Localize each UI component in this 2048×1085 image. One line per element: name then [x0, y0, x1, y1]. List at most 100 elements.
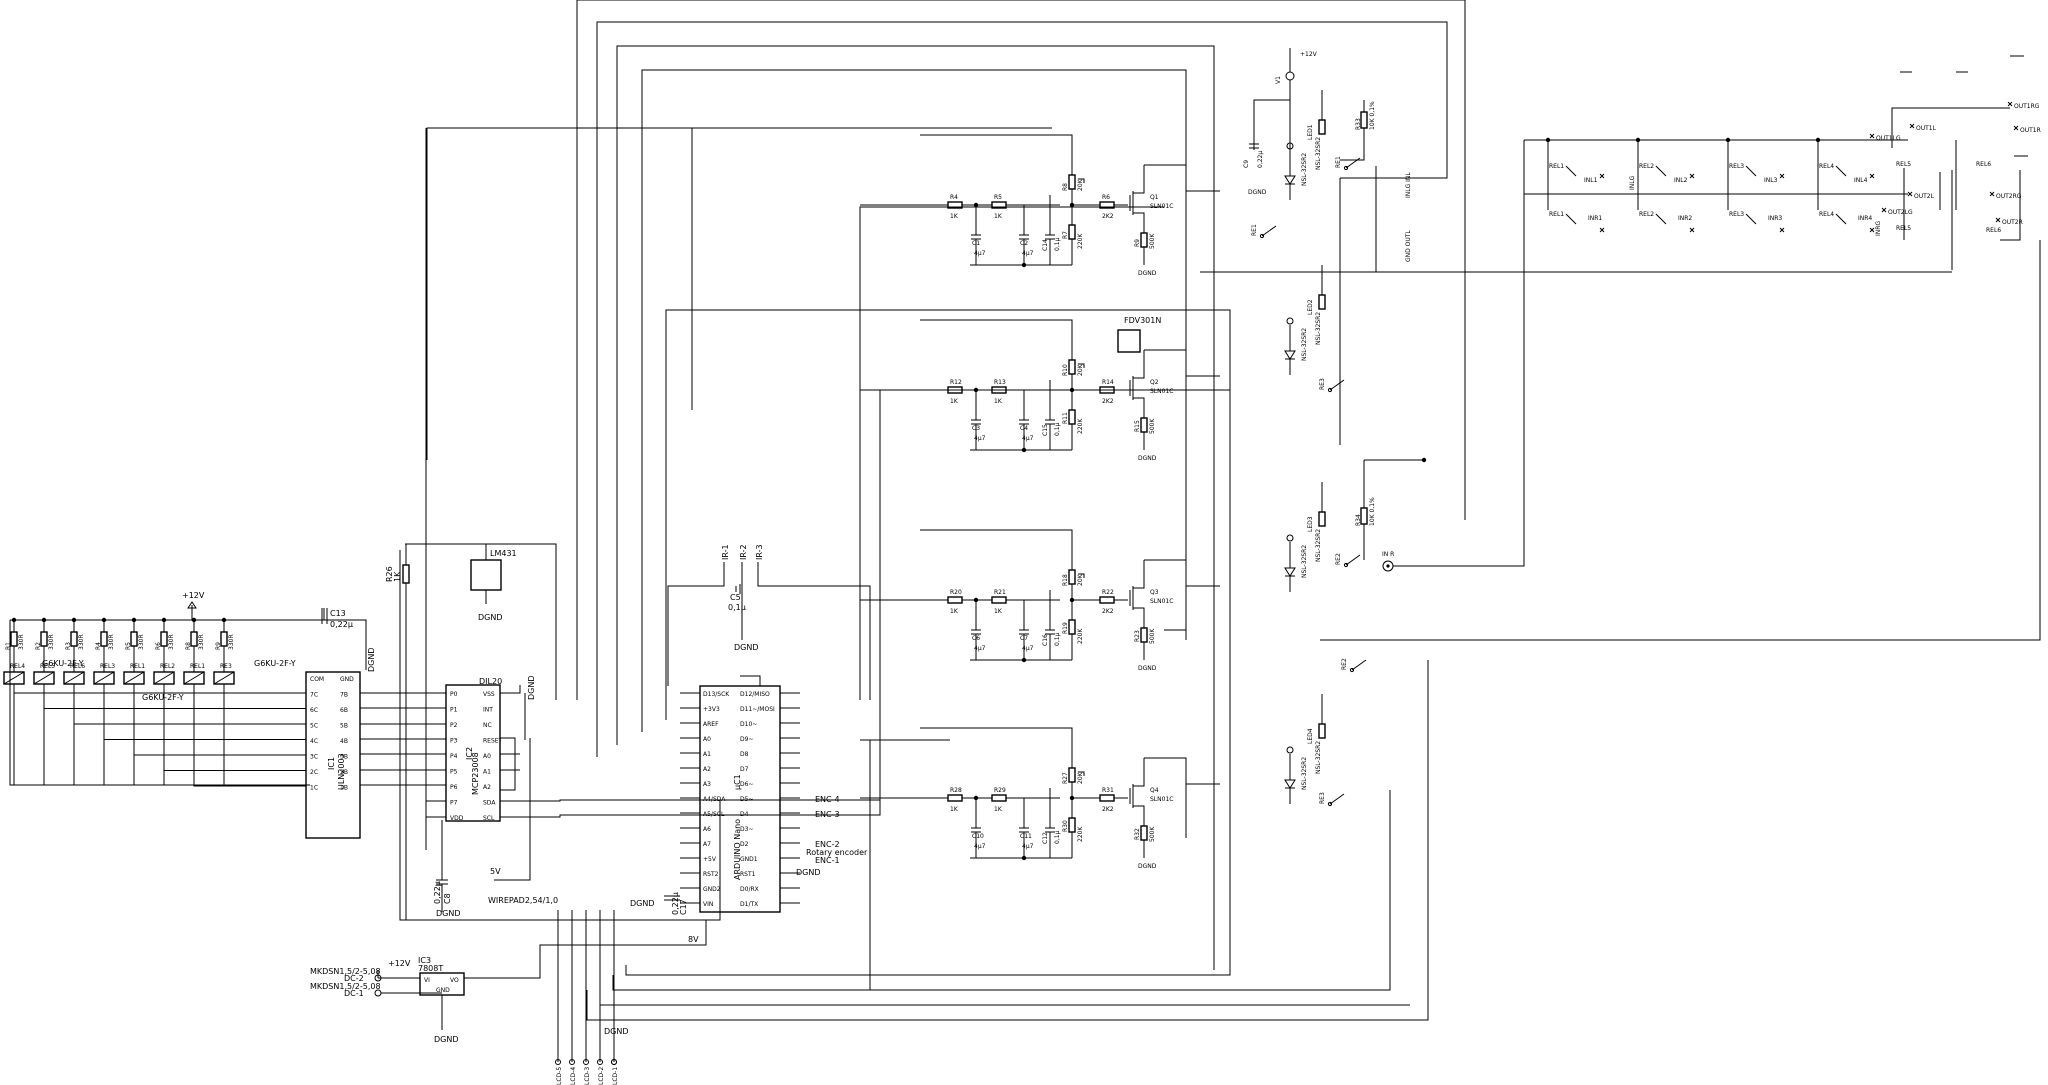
rel6-bottom: REL6: [1986, 227, 2001, 234]
uc1-pin-left-6: A3: [703, 781, 711, 788]
inr-label-2: INR3: [1768, 215, 1782, 222]
c5-value: 0,1µ: [728, 603, 746, 612]
resistor: [1318, 119, 1326, 135]
junction-dot: [191, 617, 197, 623]
resistor: [1068, 409, 1076, 425]
uc1-pin-right-11: GND1: [740, 856, 758, 863]
channel-2-q-name: Q3: [1150, 589, 1159, 596]
led-pad[interactable]: [1286, 534, 1294, 542]
uc1-pin-right-2: D10~: [740, 721, 757, 728]
inl-label-3: INL4: [1854, 177, 1868, 184]
channel-0-r4-value: 2K2: [1102, 213, 1114, 220]
c8-name: C8: [443, 893, 452, 904]
v1-voltage-label: +12V: [1300, 51, 1318, 58]
c8-5v: DGND C8 0,22µ 5V WIREPAD2,54/1,0: [433, 738, 558, 918]
rel-top-1: REL2: [1639, 163, 1654, 170]
ic2-pin-reset: RESET: [483, 738, 503, 745]
channel-2-dgnd: DGND: [1138, 665, 1157, 672]
channel-0-q-part: SLN01C: [1150, 203, 1173, 210]
channel-0-c1-value: 4µ7: [974, 250, 986, 257]
in-r-label: IN R: [1382, 551, 1394, 558]
resistor: [991, 596, 1007, 604]
lcd-pad[interactable]: [597, 1059, 603, 1065]
channel-0-r4-name: R6: [1102, 194, 1110, 201]
relay-part-label-c: G6KU-2F-Y: [42, 659, 84, 668]
relay-resistor-name-7: R9: [215, 642, 222, 650]
rel-top-2: REL3: [1729, 163, 1744, 170]
channel-0-r5-name: R7: [1062, 231, 1069, 239]
relay-bank-top: REL1INL1REL1INR1REL2INL2REL2INR2REL3INL3…: [1523, 137, 1908, 236]
output-label-0: OUT1LG: [1876, 135, 1901, 142]
v1-connector[interactable]: [1285, 71, 1295, 81]
channel-0-q-name: Q1: [1150, 194, 1159, 201]
relay-part-label: G6KU-2F-Y: [142, 693, 184, 702]
uc1-pin-left-14: VIN: [703, 901, 713, 908]
channel-2-c1-value: 4µ7: [974, 645, 986, 652]
mkds-label-2: MKDSN1,5/2-5,08: [310, 982, 381, 991]
lcd-pin-label-0: LCD-5: [556, 1067, 563, 1085]
lcd-pad[interactable]: [569, 1059, 575, 1065]
channel-2-r3-name: R18: [1062, 574, 1069, 586]
lcd-pad-gnd[interactable]: [611, 1059, 617, 1065]
c17-value: 0,22µ: [671, 892, 680, 915]
led-pad[interactable]: [1286, 746, 1294, 754]
lcd-pad[interactable]: [555, 1059, 561, 1065]
channel-2-r3-value: 20K: [1077, 573, 1084, 586]
channel-3-dgnd: DGND: [1138, 863, 1157, 870]
relay-coil-label-7: RE3: [220, 663, 232, 670]
uc1-part: ARDUINO Nano: [733, 819, 742, 880]
resistor: [1068, 224, 1076, 240]
uc1-pin-right-5: D7: [740, 766, 749, 773]
relay-resistor-name-4: R5: [125, 642, 132, 650]
channel-3-c1-value: 4µ7: [974, 843, 986, 850]
channel-1-rg-name: R15: [1134, 420, 1141, 432]
inr-label-3: INR4: [1858, 215, 1872, 222]
inlg-inl-label: INLG INL: [1405, 172, 1412, 198]
channel-0-r3-value: 20K: [1077, 178, 1084, 191]
inl-label-2: INL3: [1764, 177, 1778, 184]
channel-2-r4-name: R22: [1102, 589, 1114, 596]
inl-label-1: INL2: [1674, 177, 1688, 184]
channel-0-c3-name: C14: [1042, 239, 1049, 251]
ir2-label: IR-2: [739, 544, 748, 560]
led-pad[interactable]: [1286, 317, 1294, 325]
relay-coil-label-0: REL4: [10, 663, 25, 670]
channel-2-r2-name: R21: [994, 589, 1006, 596]
channel-1-r5-name: R11: [1062, 412, 1069, 424]
channel-3-r1-name: R28: [950, 787, 962, 794]
ic2-mcp23008: DIL20 IC2 MCP23008 P0P1P2P3P4P5P6P7VDDVS…: [360, 675, 881, 822]
resistor: [1318, 723, 1326, 739]
channel-1-c3-name: C15: [1042, 424, 1049, 436]
channel-2-c1-name: C6: [972, 635, 980, 642]
output-label-7: OUT2R: [2002, 219, 2023, 226]
c5-name: C5: [730, 593, 741, 602]
junction-dot: [1021, 262, 1027, 268]
junction-dot: [1815, 137, 1821, 143]
channel-3-r5-name: R30: [1062, 820, 1069, 832]
channel-3-q-name: Q4: [1150, 787, 1159, 794]
re-switch-label-2: RE3: [1319, 378, 1326, 390]
resistor: [1099, 794, 1115, 802]
channel-2-r4-value: 2K2: [1102, 608, 1114, 615]
led-part-3: NSL-32SR2: [1301, 757, 1308, 790]
ic1-pin-6c: 6C: [310, 707, 318, 714]
channel-2-rg-name: R23: [1134, 630, 1141, 642]
uc1-pin-right-13: D0/RX: [740, 886, 759, 893]
channel-3-q-part: SLN01C: [1150, 796, 1173, 803]
channel-1-c2-value: 4µ7: [1022, 435, 1034, 442]
plus12-ic3: +12V: [388, 959, 411, 968]
channel-1-r4-value: 2K2: [1102, 398, 1114, 405]
rel-top-3: REL4: [1819, 163, 1834, 170]
relay-resistor-name-3: R4: [95, 642, 102, 650]
inr-label-1: INR2: [1678, 215, 1692, 222]
channel-3-r4-name: R31: [1102, 787, 1114, 794]
ic2-pin-p3: P3: [450, 738, 458, 745]
enc2-label: ENC-2: [815, 840, 840, 849]
r26-value: 1K: [393, 571, 402, 582]
rel6-top: REL6: [1976, 161, 1991, 168]
junction-dot: [101, 617, 107, 623]
lcd-pad[interactable]: [583, 1059, 589, 1065]
